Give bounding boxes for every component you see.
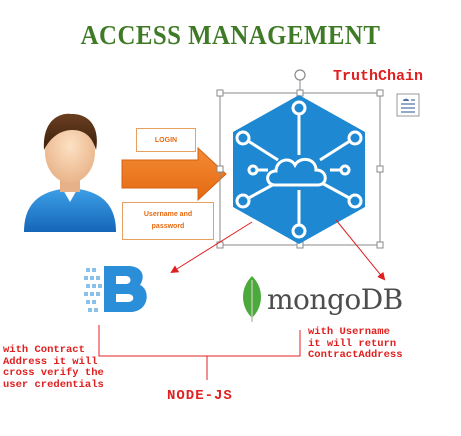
mongodb-wordmark: mongoDB <box>267 283 403 316</box>
blockchain-logo-icon <box>84 266 147 312</box>
truthchain-label: TruthChain <box>333 68 424 85</box>
user-avatar-icon <box>24 113 116 232</box>
credentials-label: Username and password <box>143 211 193 230</box>
login-label: LOGIN <box>154 136 178 144</box>
mongodb-leaf-icon <box>243 276 261 322</box>
connector-arrows <box>98 219 386 380</box>
username-lookup-note: with Username it will return ContractAdd… <box>308 326 403 361</box>
mongodb-wordmark-prefix: mongo <box>267 283 361 316</box>
mongodb-wordmark-suffix: DB <box>360 283 404 316</box>
contract-verify-note: with Contract Address it will cross veri… <box>3 344 104 391</box>
login-arrow <box>121 146 227 202</box>
blockchain-network-icon <box>233 95 365 244</box>
nodejs-label: NODE-JS <box>167 388 233 404</box>
selection-frame <box>216 69 384 249</box>
layout-options-icon[interactable] <box>396 93 420 117</box>
diagram-title: ACCESS MANAGEMENT <box>80 20 381 50</box>
credentials-label-box: Username and password <box>122 202 214 240</box>
login-label-box: LOGIN <box>136 128 196 152</box>
